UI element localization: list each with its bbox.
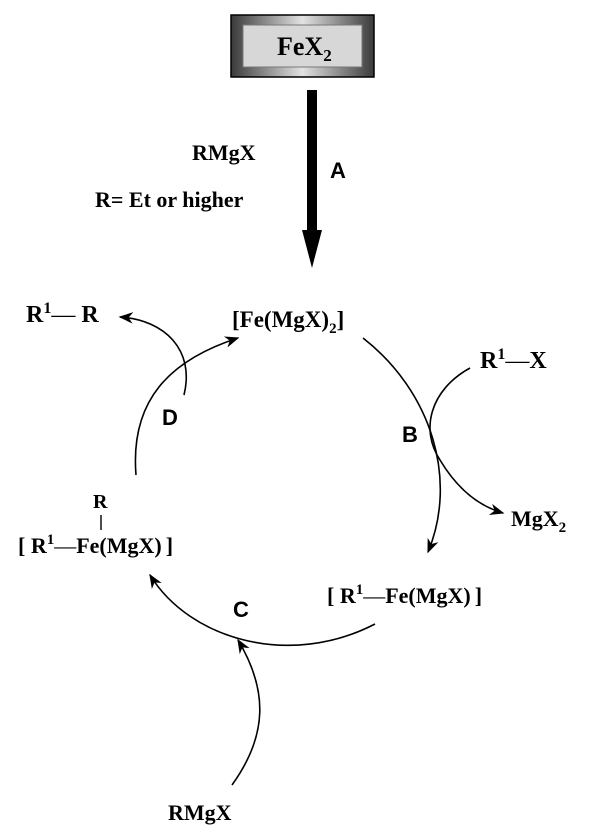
transmetalation-intermediate: R [ R1—Fe(MgX)] — [18, 491, 173, 558]
oxidative-addition-intermediate: [ R1—Fe(MgX)] — [327, 582, 482, 608]
product-release-arrow — [118, 312, 188, 396]
aryl-halide-substrate: R1—X — [480, 346, 547, 374]
step-a-label: A — [330, 158, 346, 183]
coupling-product: R1—R — [26, 300, 99, 328]
step-b-label: B — [402, 422, 418, 447]
step-d-label: D — [162, 405, 178, 430]
step-c-label: C — [233, 597, 249, 622]
grignard-entry-arrow — [231, 638, 261, 786]
iron-halide-box: FeX2 — [230, 14, 375, 78]
cycle-arc-b — [362, 337, 442, 554]
cycle-arc-d — [134, 336, 240, 476]
iron-halide-label: FeX — [277, 32, 323, 61]
iron-halide-subscript: 2 — [323, 46, 332, 65]
activation-arrow — [302, 90, 322, 268]
step-a-condition: R= Et or higher — [95, 187, 244, 212]
step-a-reagent: RMgX — [192, 140, 256, 165]
svg-text:[ R1—Fe(MgX)]: [ R1—Fe(MgX)] — [18, 532, 173, 558]
substrate-entry-arrow — [429, 367, 505, 515]
active-catalyst: [Fe(MgX)2] — [232, 307, 344, 337]
svg-text:FeX2: FeX2 — [277, 32, 332, 65]
bottom-grignard-reagent: RMgX — [168, 800, 232, 825]
magnesium-halide-byproduct: MgX2 — [511, 506, 566, 536]
alkyl-substituent: R — [93, 491, 108, 513]
